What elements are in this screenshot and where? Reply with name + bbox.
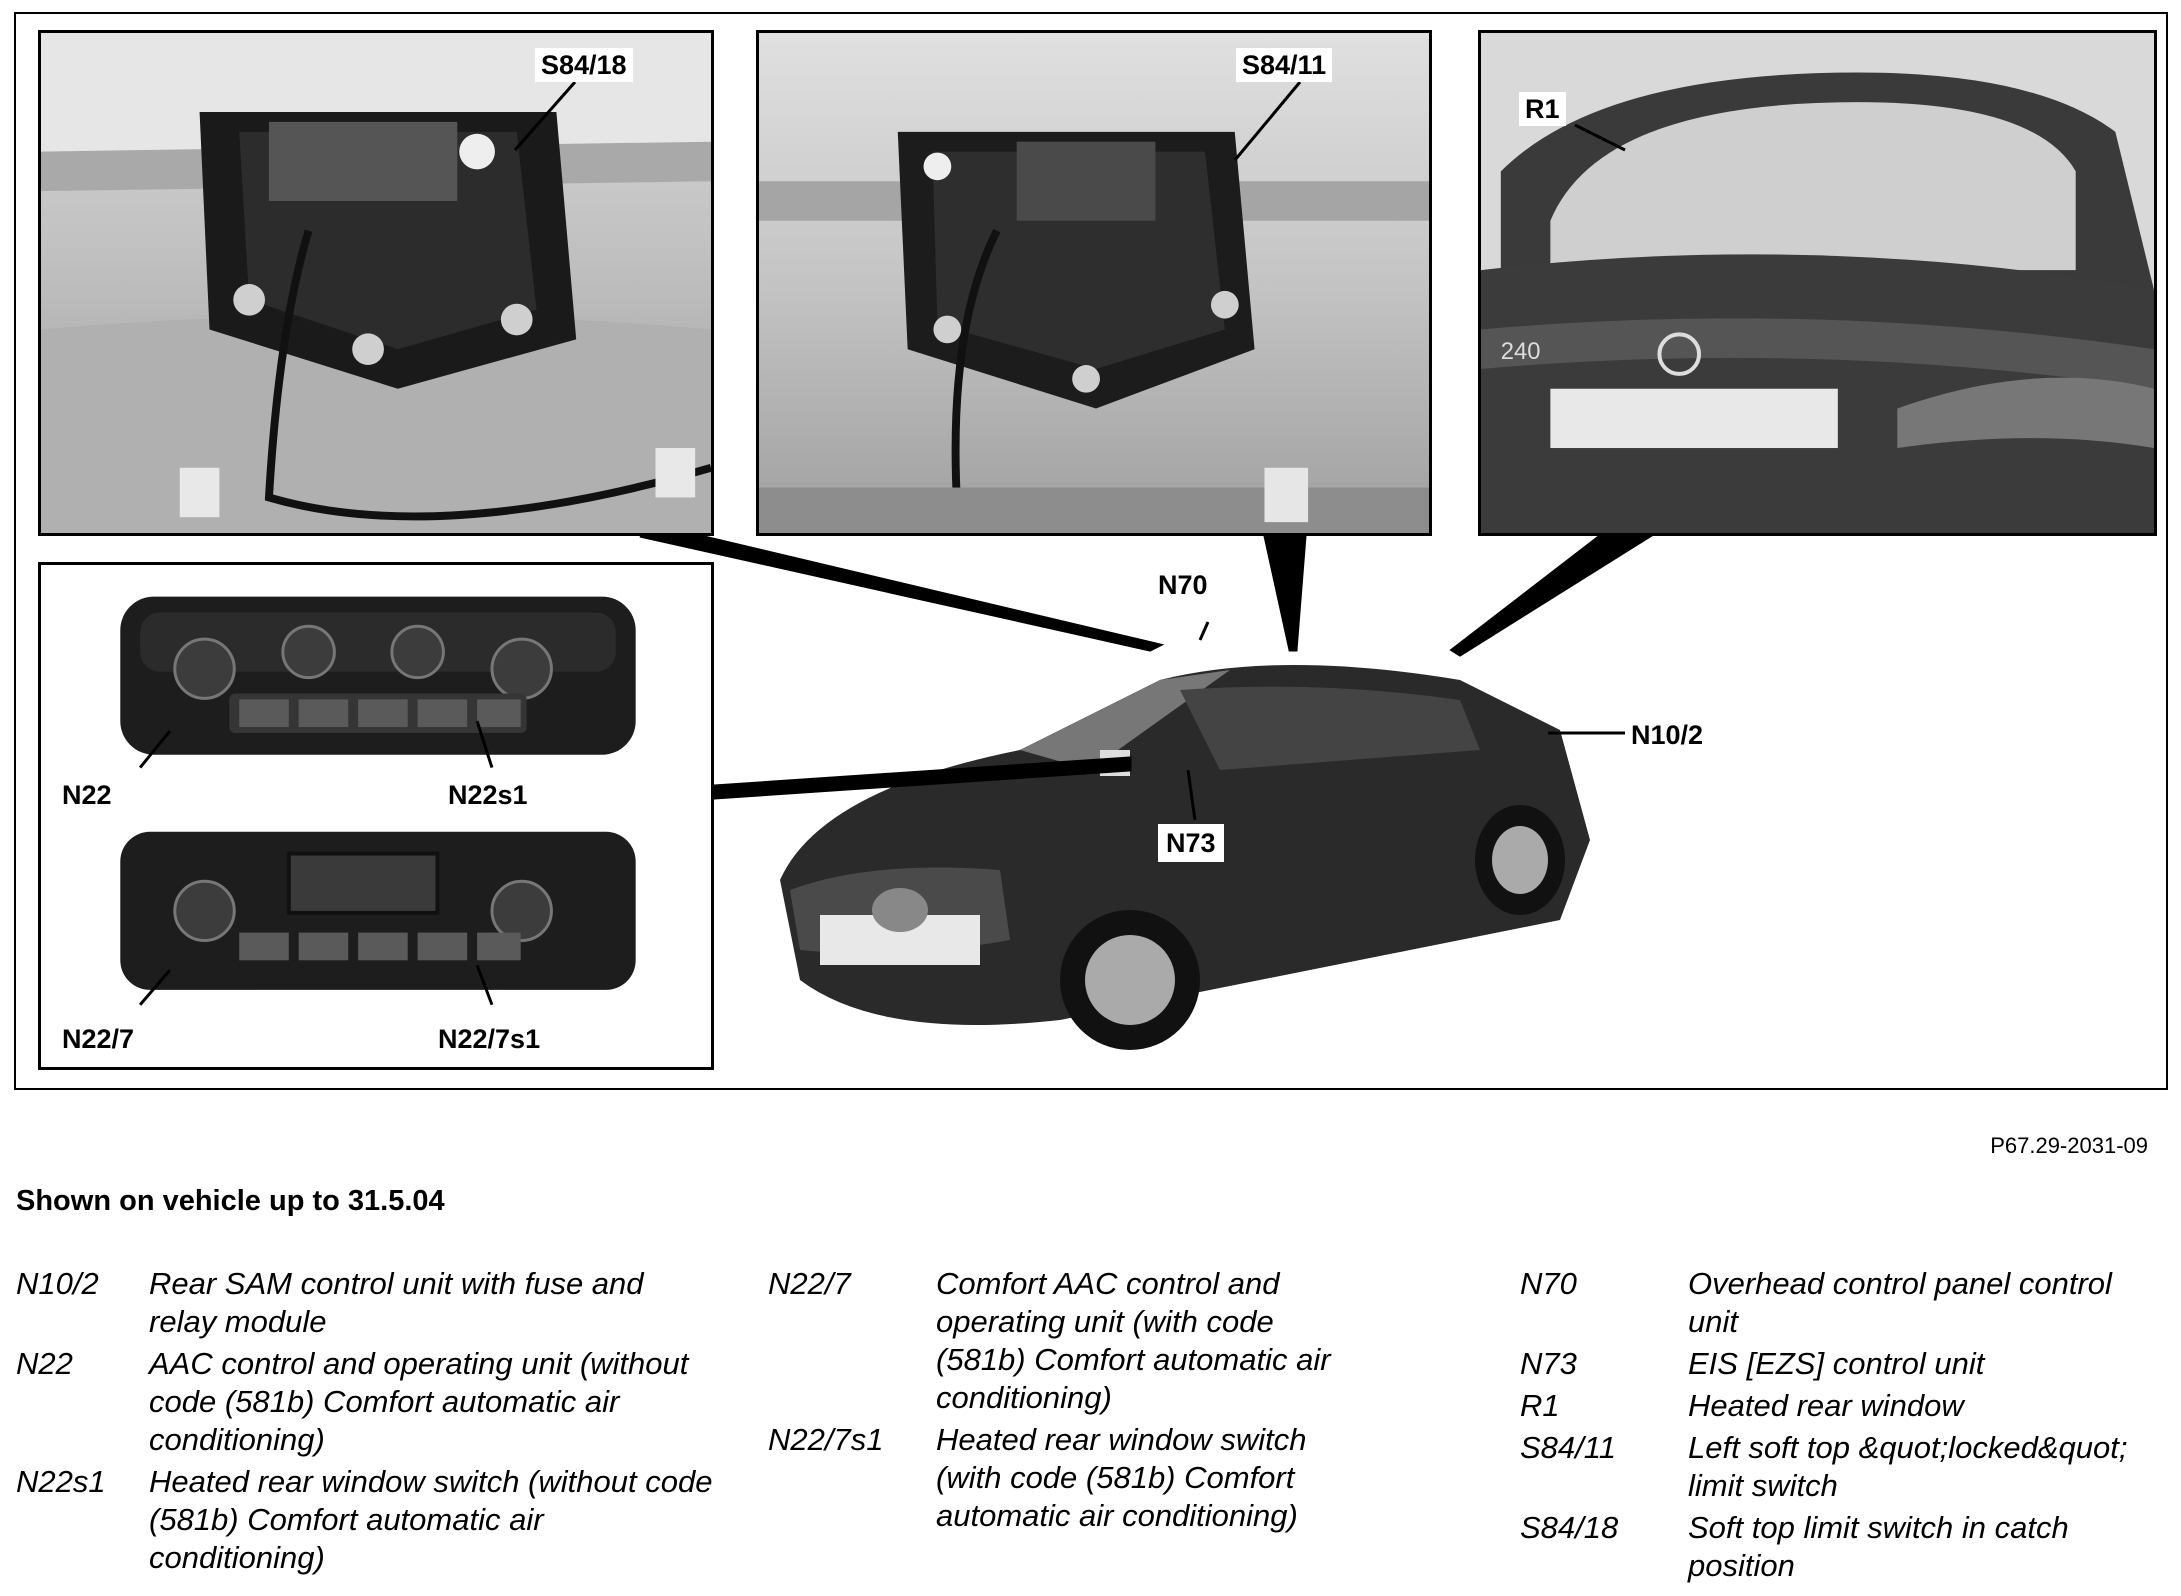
legend-code: N73 <box>1520 1346 1577 1381</box>
legend-desc: AAC control and operating unit (without … <box>149 1346 689 1457</box>
legend-code: N70 <box>1520 1266 1577 1301</box>
photo-s84-18 <box>41 33 711 533</box>
figure-id: P67.29-2031-09 <box>1990 1133 2148 1158</box>
legend-code: S84/18 <box>1520 1510 1619 1545</box>
photo-panel-r1: 240 <box>1478 30 2157 536</box>
legend-code: S84/11 <box>1520 1430 1616 1465</box>
legend-item: N22 AAC control and operating unit (with… <box>16 1345 716 1459</box>
legend-desc: Rear SAM control unit with fuse and rela… <box>149 1266 644 1339</box>
legend-column-3: N70 Overhead control panel control unit … <box>1520 1265 2170 1589</box>
legend-item: S84/11 Left soft top &quot;locked&quot; … <box>1520 1429 2170 1505</box>
photo-panel-s84-18 <box>38 30 714 536</box>
legend-desc: Comfort AAC control and operating unit (… <box>936 1266 1331 1415</box>
callout-n22-7: N22/7 <box>62 1024 135 1054</box>
legend-desc: Overhead control panel control unit <box>1688 1266 2112 1339</box>
callout-n22-7s1: N22/7s1 <box>438 1024 541 1054</box>
legend-desc: Heated rear window switch (without code … <box>149 1464 713 1575</box>
legend-item: N10/2 Rear SAM control unit with fuse an… <box>16 1265 716 1341</box>
legend-code: N22 <box>16 1346 73 1381</box>
callout-r1: R1 <box>1519 92 1566 126</box>
svg-text:240: 240 <box>1501 338 1541 365</box>
legend-code: N22s1 <box>16 1464 106 1499</box>
callout-n22s1: N22s1 <box>448 780 528 810</box>
callout-s84-11: S84/11 <box>1236 48 1333 82</box>
photo-panel-climate-controls <box>38 562 714 1070</box>
legend-desc: Soft top limit switch in catch position <box>1688 1510 2069 1583</box>
legend-desc: Heated rear window switch (with code (58… <box>936 1422 1307 1533</box>
legend-code: N22/7 <box>768 1266 851 1301</box>
legend-code: R1 <box>1520 1388 1560 1423</box>
legend-code: N22/7s1 <box>768 1422 884 1457</box>
legend-column-1: N10/2 Rear SAM control unit with fuse an… <box>16 1265 716 1581</box>
legend-item: N73 EIS [EZS] control unit <box>1520 1345 2170 1383</box>
callout-n73: N73 <box>1158 824 1224 862</box>
photo-climate-controls <box>41 565 711 1067</box>
callout-n10-2: N10/2 <box>1631 720 1704 750</box>
legend-item: R1 Heated rear window <box>1520 1387 2170 1425</box>
legend-desc: EIS [EZS] control unit <box>1688 1346 1985 1381</box>
callout-n22: N22 <box>62 780 112 810</box>
photo-s84-11 <box>759 33 1429 533</box>
photo-r1: 240 <box>1481 33 2154 533</box>
legend-item: N22s1 Heated rear window switch (without… <box>16 1463 716 1577</box>
callout-s84-18: S84/18 <box>535 48 633 82</box>
legend-item: N22/7s1 Heated rear window switch (with … <box>768 1421 1368 1535</box>
callout-n70: N70 <box>1158 570 1208 600</box>
legend-code: N10/2 <box>16 1266 99 1301</box>
figure-heading: Shown on vehicle up to 31.5.04 <box>16 1185 445 1217</box>
legend-desc: Left soft top &quot;locked&quot; limit s… <box>1688 1430 2128 1503</box>
legend-item: N70 Overhead control panel control unit <box>1520 1265 2170 1341</box>
legend-column-2: N22/7 Comfort AAC control and operating … <box>768 1265 1368 1539</box>
photo-panel-s84-11 <box>756 30 1432 536</box>
legend-item: N22/7 Comfort AAC control and operating … <box>768 1265 1368 1417</box>
legend-item: S84/18 Soft top limit switch in catch po… <box>1520 1509 2170 1585</box>
legend-desc: Heated rear window <box>1688 1388 1964 1423</box>
